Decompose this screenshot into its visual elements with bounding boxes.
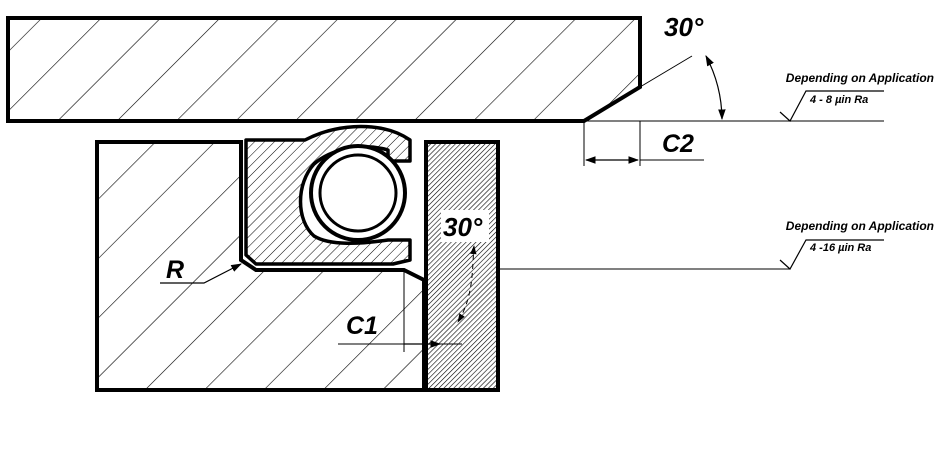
- top-finish-symbol: [779, 90, 884, 122]
- mid-angle-label: 30°: [443, 212, 483, 242]
- chamfer-extension-line: [639, 55, 693, 88]
- c2-label: C2: [662, 130, 694, 158]
- mid-note-title: Depending on Application: [786, 219, 934, 233]
- r-label: R: [166, 256, 184, 284]
- top-note-title: Depending on Application: [786, 71, 934, 85]
- mid-note-finish: 4 -16 µin Ra: [809, 242, 871, 254]
- mid-finish-symbol: [779, 239, 884, 270]
- shaft-section: [6, 16, 642, 123]
- top-angle-label: 30°: [664, 12, 704, 42]
- angle-label-mask: [441, 210, 489, 242]
- retainer-plate: [424, 140, 500, 392]
- r-leader: [160, 263, 242, 284]
- top-angle-arc: [705, 55, 726, 121]
- mid-angle-arc: [457, 245, 477, 323]
- seal-spring-inner: [318, 153, 398, 233]
- c1-label: C1: [346, 312, 378, 340]
- top-note-finish: 4 - 8 µin Ra: [809, 94, 868, 106]
- housing-section: [95, 140, 426, 392]
- seal-jacket: [244, 124, 412, 266]
